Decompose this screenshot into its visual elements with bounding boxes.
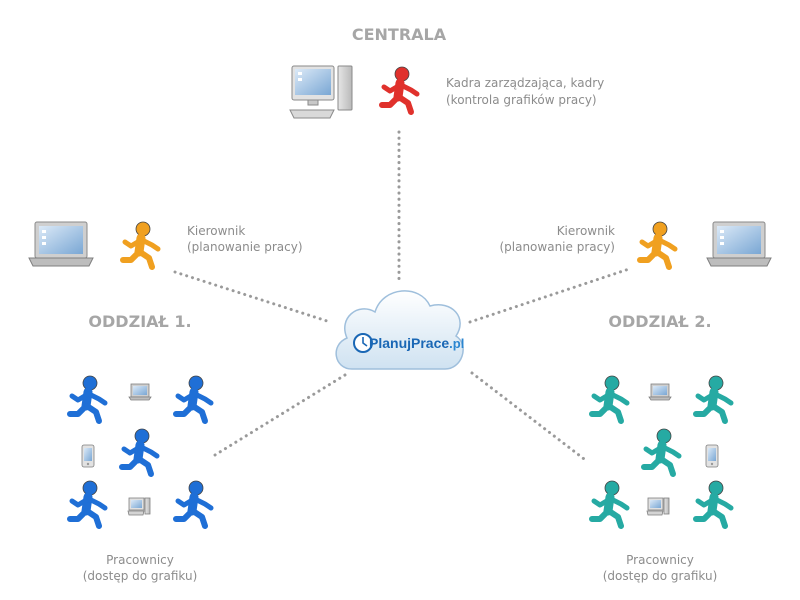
worker-person-icon (592, 481, 627, 526)
clock-icon (353, 333, 373, 353)
worker-person-icon (176, 376, 211, 421)
laptop-icon-left (28, 221, 94, 267)
worker-person-icon (122, 429, 157, 474)
workers-left-label-line1: Pracownicy (106, 553, 174, 567)
central-person-icon (382, 67, 417, 112)
link-manager-right (468, 266, 634, 324)
phone-small-icon (81, 444, 95, 468)
worker-person-icon (644, 429, 679, 474)
link-workers-left (213, 373, 347, 457)
worker-person-icon (592, 376, 627, 421)
manager-left-role-line1: Kierownik (187, 224, 245, 238)
heading-central: CENTRALA (352, 25, 447, 44)
workers-left-label-line2: (dostęp do grafiku) (83, 569, 198, 583)
laptop-icon-right (706, 221, 772, 267)
desktop-small-icon (646, 497, 670, 516)
manager-left-person-icon (123, 222, 158, 267)
heading-branch-2: ODDZIAŁ 2. (608, 312, 711, 331)
manager-left-role-line2: (planowanie pracy) (187, 240, 303, 254)
link-workers-right (470, 371, 590, 464)
workers-right-label-line2: (dostęp do grafiku) (603, 569, 718, 583)
manager-right-person-icon (640, 222, 675, 267)
laptop-small-icon (128, 383, 152, 401)
manager-right-role-line2: (planowanie pracy) (499, 240, 615, 254)
link-manager-left (173, 270, 332, 324)
central-role-line2: (kontrola grafików pracy) (446, 93, 597, 107)
worker-person-icon (696, 481, 731, 526)
laptop-small-icon (648, 383, 672, 401)
worker-person-icon (696, 376, 731, 421)
workers-right-label-line1: Pracownicy (626, 553, 694, 567)
worker-person-icon (70, 481, 105, 526)
worker-person-icon (70, 376, 105, 421)
central-role-line1: Kadra zarządzająca, kadry (446, 76, 604, 90)
worker-person-icon (176, 481, 211, 526)
phone-small-icon (705, 444, 719, 468)
desktop-small-icon (127, 497, 151, 516)
manager-right-role-line1: Kierownik (557, 224, 615, 238)
desktop-computer-icon (289, 65, 353, 119)
heading-branch-1: ODDZIAŁ 1. (88, 312, 191, 331)
planujprace-cloud: PlanujPrace.pl (335, 290, 464, 370)
cloud-logo-text: PlanujPrace.pl (369, 335, 464, 351)
